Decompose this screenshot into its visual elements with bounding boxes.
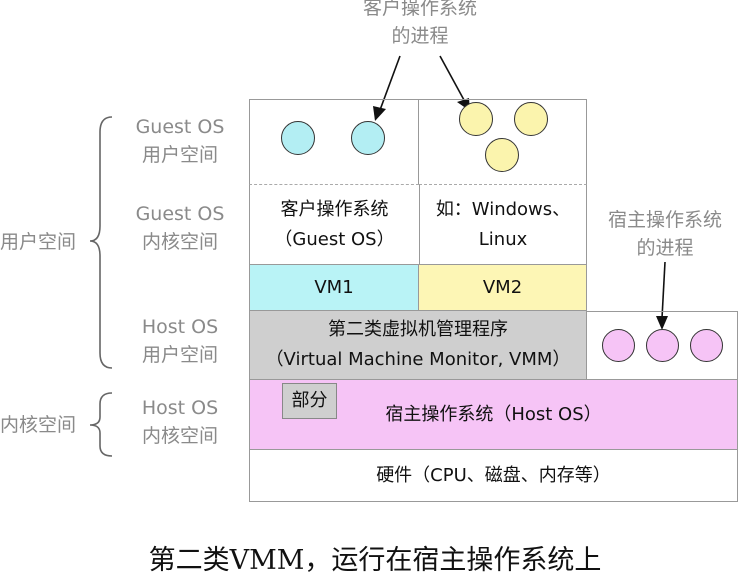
vm1-label: VM1	[249, 264, 419, 311]
vmm-box: 第二类虚拟机管理程序 （Virtual Machine Monitor, VMM…	[249, 311, 587, 380]
host-process-circle	[602, 329, 635, 362]
vm1-user-space	[249, 99, 419, 184]
vm2-process-circle	[459, 102, 493, 136]
vm1-process-circle	[281, 121, 315, 155]
host-process-area	[587, 311, 738, 380]
host-os-part-box: 部分	[282, 383, 337, 419]
host-process-callout: 宿主操作系统 的进程	[607, 209, 722, 259]
figure-caption: 第二类VMM，运行在宿主操作系统上	[148, 545, 602, 576]
vm2-guest-os: 如：Windows、 Linux	[419, 184, 587, 264]
row-label-guest-kernel: Guest OS 内核空间	[135, 203, 225, 253]
host-process-circle	[646, 329, 679, 362]
row-label-host-kernel: Host OS 内核空间	[141, 397, 219, 447]
row-label-host-user: Host OS 用户空间	[141, 316, 219, 366]
vm2-label: VM2	[419, 264, 587, 311]
kernel-space-label: 内核空间	[0, 414, 77, 436]
guest-callout-arrow-left	[379, 55, 401, 111]
vm1-process-circle	[351, 121, 385, 155]
guest-process-callout: 客户操作系统 的进程	[362, 0, 477, 47]
vm2-process-circle	[485, 138, 519, 172]
vm1-guest-os: 客户操作系统 （Guest OS）	[249, 184, 419, 264]
host-callout-arrow	[661, 261, 666, 319]
user-space-label: 用户空间	[0, 231, 77, 253]
guest-callout-arrow-right	[439, 55, 465, 101]
vm2-user-space	[419, 99, 587, 184]
host-process-circle	[690, 329, 723, 362]
hardware-box: 硬件（CPU、磁盘、内存等）	[249, 450, 738, 502]
kernel-space-brace	[89, 392, 113, 457]
vm2-process-circle	[514, 102, 548, 136]
user-space-brace	[89, 116, 113, 369]
row-label-guest-user: Guest OS 用户空间	[135, 116, 225, 166]
